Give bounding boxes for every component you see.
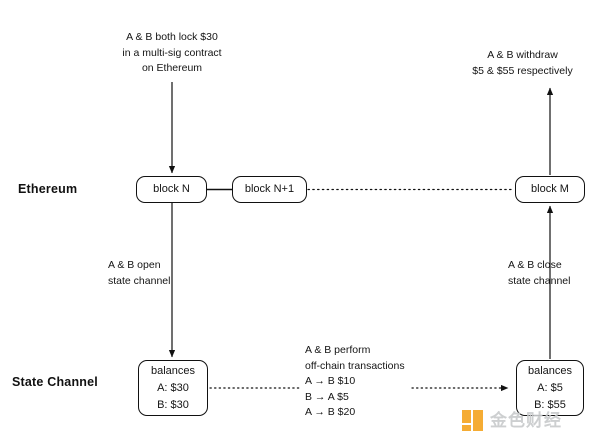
- note-off-chain-line-2: off-chain transactions: [305, 359, 405, 372]
- node-block-n-label: block N: [153, 183, 190, 195]
- note-close-channel-line-2: state channel: [508, 274, 571, 287]
- node-block-n-plus-1[interactable]: block N+1: [232, 176, 307, 203]
- note-withdraw: A & B withdraw $5 & $55 respectively: [440, 48, 600, 79]
- note-lock-funds-line-3: on Ethereum: [141, 62, 203, 74]
- note-lock-funds: A & B both lock $30 in a multi-sig contr…: [57, 30, 287, 77]
- node-block-n-plus-1-label: block N+1: [244, 183, 295, 195]
- lane-label-state-channel: State Channel: [12, 375, 98, 389]
- watermark: 金色财经: [462, 405, 592, 435]
- note-off-chain-transactions: A & B perform off-chain transactions A →…: [305, 343, 465, 421]
- node-block-m-label: block M: [531, 183, 569, 195]
- note-lock-funds-line-2: in a multi-sig contract: [122, 46, 222, 59]
- note-lock-funds-line-1: A & B both lock $30: [126, 31, 218, 43]
- lane-label-ethereum: Ethereum: [18, 182, 78, 196]
- node-block-n[interactable]: block N: [136, 176, 207, 203]
- note-off-chain-tx-3: A → B $20: [305, 406, 356, 418]
- note-close-channel: A & B close state channel: [508, 258, 600, 289]
- node-balances-initial[interactable]: balances A: $30 B: $30: [138, 360, 208, 416]
- watermark-logo-icon: [462, 409, 483, 431]
- balances-initial-row-b: B: $30: [157, 398, 189, 411]
- node-balances-final[interactable]: balances A: $5 B: $55: [516, 360, 584, 416]
- balances-initial-row-a: A: $30: [157, 381, 189, 394]
- balances-final-row-b: B: $55: [534, 398, 566, 411]
- node-block-m[interactable]: block M: [515, 176, 585, 203]
- note-open-channel: A & B open state channel: [108, 258, 228, 289]
- note-off-chain-tx-2: B → A $5: [305, 390, 349, 403]
- note-open-channel-line-2: state channel: [108, 274, 171, 287]
- note-open-channel-line-1: A & B open: [108, 259, 161, 271]
- watermark-text: 金色财经: [490, 410, 562, 430]
- note-withdraw-line-2: $5 & $55 respectively: [472, 64, 573, 77]
- balances-final-title: balances: [527, 364, 573, 377]
- note-off-chain-tx-1: A → B $10: [305, 375, 356, 387]
- note-close-channel-line-1: A & B close: [508, 259, 562, 271]
- note-withdraw-line-1: A & B withdraw: [487, 49, 558, 61]
- balances-final-row-a: A: $5: [537, 381, 563, 394]
- note-off-chain-line-1: A & B perform: [305, 344, 371, 356]
- balances-initial-title: balances: [150, 364, 196, 377]
